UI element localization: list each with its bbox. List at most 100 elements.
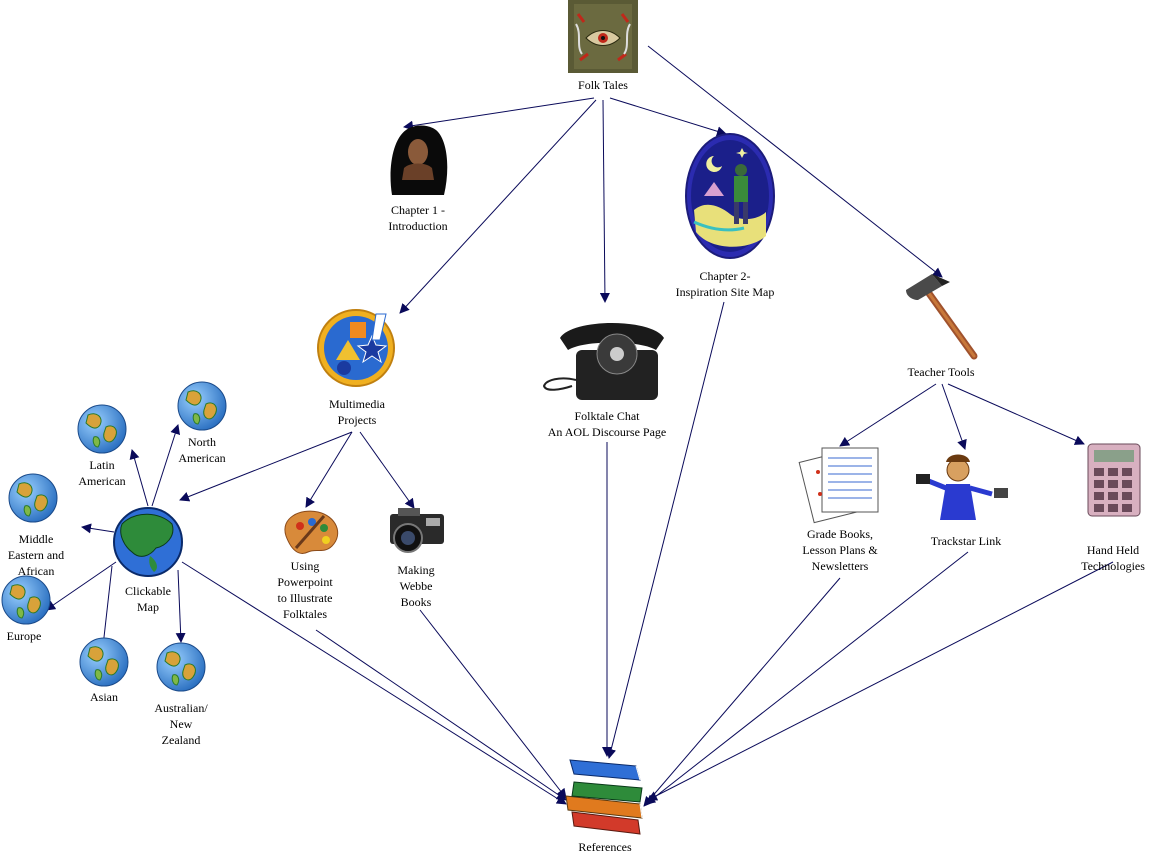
node-label: Folk Tales bbox=[578, 78, 628, 92]
node-label: Chapter 2- Inspiration Site Map bbox=[676, 269, 775, 299]
connector-arrow bbox=[599, 99, 610, 303]
node-label-line: Map bbox=[137, 600, 159, 614]
node-label-line: Multimedia bbox=[329, 397, 386, 411]
connector-arrow bbox=[151, 424, 181, 507]
node-label: Folktale Chat An AOL Discourse Page bbox=[548, 409, 667, 439]
node-label-line: Powerpoint bbox=[277, 575, 333, 589]
connector-arrow bbox=[45, 561, 117, 611]
node-label-line: References bbox=[578, 840, 632, 854]
connections bbox=[45, 45, 1114, 807]
node-label-line: New bbox=[170, 717, 193, 731]
node-label: Chapter 1 -Introduction bbox=[388, 203, 447, 233]
connector-arrow bbox=[181, 561, 567, 805]
node-folktale-chat[interactable]: Folktale Chat An AOL Discourse Page bbox=[542, 323, 667, 439]
node-label-line: Introduction bbox=[388, 219, 447, 233]
connector-arrow bbox=[941, 383, 967, 450]
folk-tales-emblem-icon bbox=[568, 0, 638, 73]
node-folk-tales[interactable]: Folk Tales bbox=[568, 0, 638, 92]
node-label-line: Folk Tales bbox=[578, 78, 628, 92]
node-label-line: Lesson Plans & bbox=[802, 543, 878, 557]
node-label-line: Hand Held bbox=[1087, 543, 1139, 557]
node-label-line: Grade Books, bbox=[807, 527, 873, 541]
connector-arrow bbox=[403, 97, 595, 131]
multimedia-badge-icon bbox=[317, 309, 395, 387]
node-label: Asian bbox=[90, 690, 118, 704]
connector-arrow bbox=[647, 561, 1114, 801]
camera-icon bbox=[390, 508, 444, 553]
node-label-line: Projects bbox=[338, 413, 377, 427]
node-label-line: Eastern and bbox=[8, 548, 64, 562]
node-label-line: Asian bbox=[90, 690, 118, 704]
connector-arrow bbox=[399, 99, 597, 314]
connector-arrow bbox=[609, 97, 727, 137]
telephone-icon bbox=[542, 323, 664, 400]
node-label-line: to Illustrate bbox=[278, 591, 333, 605]
node-label: Europe bbox=[7, 629, 42, 643]
connector-arrow bbox=[643, 577, 841, 807]
connector-arrow bbox=[647, 45, 943, 278]
connector-arrow bbox=[606, 301, 725, 759]
node-label-line: Clickable bbox=[125, 584, 171, 598]
connector-arrow bbox=[179, 431, 353, 502]
globe-icon bbox=[77, 404, 127, 454]
node-grade-books[interactable]: Grade Books, Lesson Plans & Newsletters bbox=[798, 447, 879, 573]
hammer-icon bbox=[906, 274, 978, 360]
paint-palette-icon bbox=[284, 510, 339, 554]
globe-icon bbox=[8, 473, 58, 523]
node-label-line: Latin bbox=[89, 458, 114, 472]
node-label-line: Middle bbox=[19, 532, 54, 546]
node-chapter-2[interactable]: Chapter 2- Inspiration Site Map bbox=[676, 133, 775, 299]
node-label-line: Using bbox=[291, 559, 320, 573]
node-label: Grade Books, Lesson Plans & Newsletters bbox=[802, 527, 878, 573]
node-label-line: Newsletters bbox=[812, 559, 869, 573]
globe-icon bbox=[79, 637, 129, 687]
node-trackstar-link[interactable]: Trackstar Link bbox=[916, 454, 1008, 549]
lined-papers-icon bbox=[798, 447, 879, 524]
node-asian[interactable]: Asian bbox=[79, 637, 129, 704]
node-chapter-1[interactable]: Chapter 1 -Introduction bbox=[388, 125, 448, 234]
node-references[interactable]: References bbox=[565, 759, 643, 854]
busy-person-icon bbox=[916, 454, 1008, 520]
node-label: Teacher Tools bbox=[907, 365, 974, 379]
node-label-line: Technologies bbox=[1081, 559, 1145, 573]
node-label-line: North bbox=[188, 435, 216, 449]
connector-arrow bbox=[81, 523, 115, 534]
asia-globe-icon bbox=[113, 507, 183, 577]
connector-arrow bbox=[315, 629, 567, 801]
woman-portrait-icon bbox=[390, 125, 448, 195]
connector-arrow bbox=[305, 431, 353, 508]
node-label-line: Chapter 2- bbox=[700, 269, 751, 283]
node-label-line: Zealand bbox=[162, 733, 201, 747]
node-label-line: American bbox=[78, 474, 125, 488]
globe-icon bbox=[177, 381, 227, 431]
node-label-line: Inspiration Site Map bbox=[676, 285, 775, 299]
node-label: Trackstar Link bbox=[931, 534, 1002, 548]
connector-arrow bbox=[129, 449, 149, 507]
night-traveler-icon bbox=[685, 133, 775, 259]
node-europe[interactable]: Europe bbox=[1, 575, 51, 643]
connector-arrow bbox=[175, 569, 186, 643]
node-label: References bbox=[578, 840, 632, 854]
connector-arrow bbox=[359, 431, 415, 509]
node-label-line: Folktale Chat bbox=[575, 409, 641, 423]
node-label-line: Australian/ bbox=[154, 701, 208, 715]
node-teacher-tools[interactable]: Teacher Tools bbox=[906, 274, 978, 379]
node-label-line: An AOL Discourse Page bbox=[548, 425, 667, 439]
